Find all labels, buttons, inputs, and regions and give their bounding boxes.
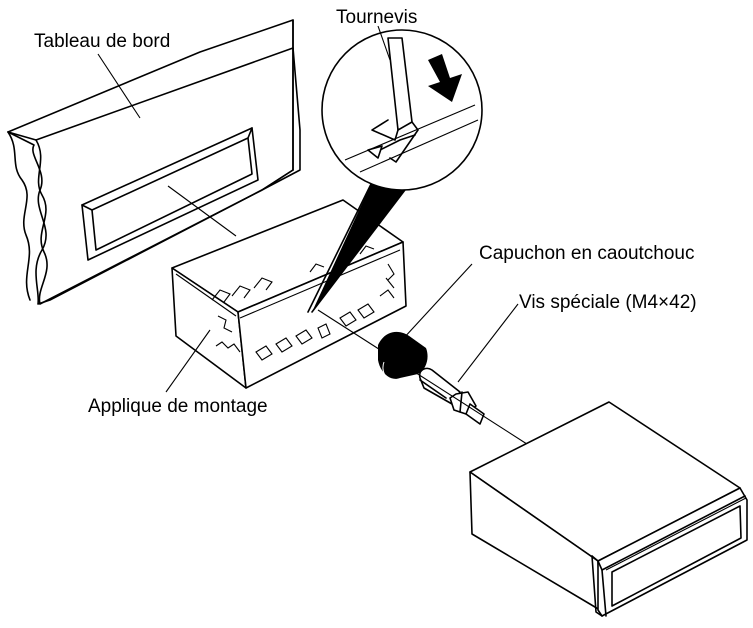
special-screw-label: Vis spéciale (M4×42) bbox=[519, 292, 697, 313]
screwdriver-detail bbox=[307, 29, 483, 313]
dashboard-panel bbox=[7, 19, 301, 305]
mounting-sleeve bbox=[171, 199, 407, 389]
rubber-cap bbox=[378, 331, 428, 383]
screwdriver-label: Tournevis bbox=[336, 7, 418, 28]
dashboard-label: Tableau de bord bbox=[34, 31, 171, 52]
leader-lines bbox=[97, 25, 519, 393]
alignment-line bbox=[317, 309, 531, 447]
mounting-sleeve-label: Applique de montage bbox=[88, 396, 268, 417]
rubber-cap-label: Capuchon en caoutchouc bbox=[479, 243, 695, 264]
head-unit bbox=[469, 401, 748, 617]
